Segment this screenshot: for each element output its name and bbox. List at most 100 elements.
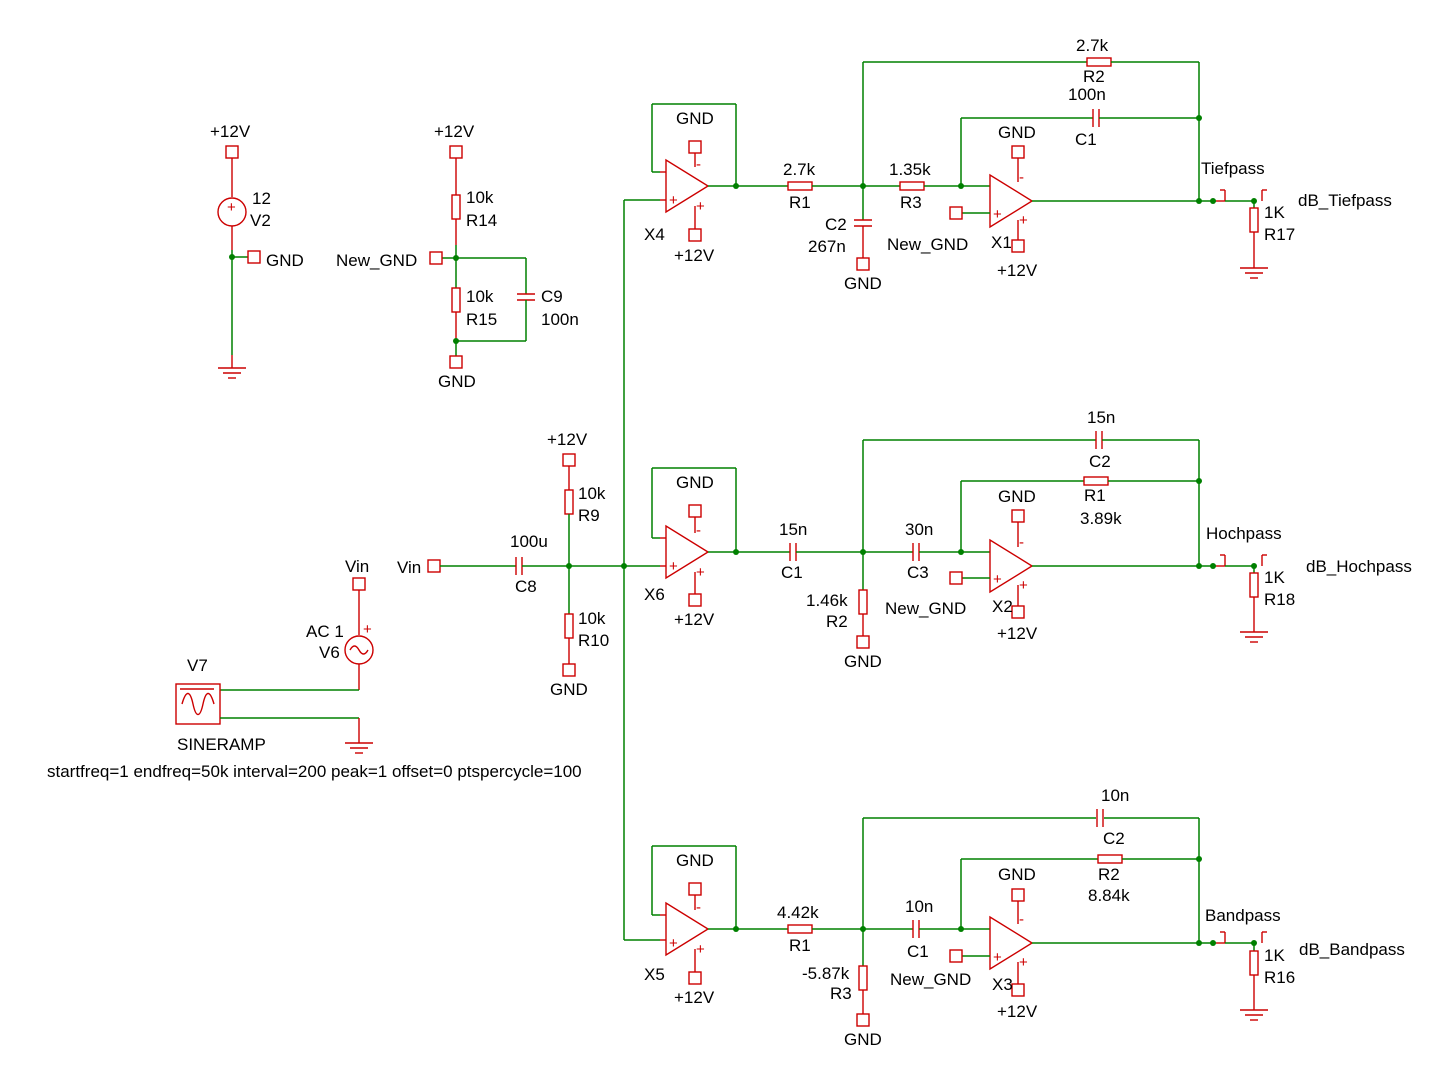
label: Hochpass xyxy=(1206,524,1282,543)
label: 10k xyxy=(578,609,606,628)
bandpass-stage: - + + xyxy=(736,817,1268,1027)
buffer-x4: - + + xyxy=(651,103,739,242)
label: +12V xyxy=(210,122,251,141)
label: GND xyxy=(438,372,476,391)
label: C1 xyxy=(781,563,803,582)
label: 1K xyxy=(1264,568,1285,587)
label: GND xyxy=(844,652,882,671)
label: 10n xyxy=(1101,786,1129,805)
label: SINERAMP xyxy=(177,735,266,754)
label: startfreq=1 endfreq=50k interval=200 pea… xyxy=(47,762,582,781)
label: 12 xyxy=(252,189,271,208)
svg-text:+: + xyxy=(1019,577,1028,594)
label: GND xyxy=(676,473,714,492)
svg-text:+: + xyxy=(669,192,678,209)
label: 15n xyxy=(779,520,807,539)
bandpass-c2 xyxy=(1096,809,1104,827)
label: R3 xyxy=(900,193,922,212)
label: R3 xyxy=(830,984,852,1003)
label: GND xyxy=(844,1030,882,1049)
label: New_GND xyxy=(887,235,968,254)
svg-text:+: + xyxy=(696,564,705,581)
label: Tiefpass xyxy=(1201,159,1265,178)
label: C1 xyxy=(907,942,929,961)
label: 2.7k xyxy=(783,160,816,179)
svg-text:-: - xyxy=(1019,911,1024,928)
v2-supply: + xyxy=(217,145,261,379)
label: R10 xyxy=(578,631,609,650)
hochpass-stage: - + + xyxy=(736,431,1268,649)
input-bus xyxy=(623,199,660,941)
label: 30n xyxy=(905,520,933,539)
svg-text:+: + xyxy=(1019,954,1028,971)
input-coupling xyxy=(427,453,627,677)
label: 2.7k xyxy=(1076,36,1109,55)
label: R1 xyxy=(1084,486,1106,505)
label: Bandpass xyxy=(1205,906,1281,925)
svg-text:+: + xyxy=(227,199,236,216)
svg-text:+: + xyxy=(993,949,1002,966)
label: C9 xyxy=(541,287,563,306)
virtual-ground-divider xyxy=(429,145,535,369)
svg-text:+: + xyxy=(696,941,705,958)
label: R16 xyxy=(1264,968,1295,987)
svg-text:-: - xyxy=(696,156,701,173)
label: 1K xyxy=(1264,946,1285,965)
buffer-x5: - + + xyxy=(651,845,739,985)
label: C2 xyxy=(825,215,847,234)
label: 8.84k xyxy=(1088,886,1130,905)
label: 4.42k xyxy=(777,903,819,922)
signal-sources: + xyxy=(175,577,374,754)
svg-text:+: + xyxy=(669,935,678,952)
label: GND xyxy=(676,109,714,128)
tiefpass-stage: - + + xyxy=(736,57,1268,279)
label: R2 xyxy=(826,612,848,631)
label: V7 xyxy=(187,656,208,675)
label: +12V xyxy=(674,988,715,1007)
buffer-x6: - + + xyxy=(651,467,739,607)
label: 1.35k xyxy=(889,160,931,179)
label: +12V xyxy=(674,610,715,629)
label: New_GND xyxy=(885,599,966,618)
label: X4 xyxy=(644,225,665,244)
label: R1 xyxy=(789,193,811,212)
label: X1 xyxy=(991,233,1012,252)
label: R9 xyxy=(578,506,600,525)
svg-text:+: + xyxy=(993,206,1002,223)
label: GND xyxy=(998,865,1036,884)
label: X2 xyxy=(992,597,1013,616)
label: +12V xyxy=(997,261,1038,280)
label: C2 xyxy=(1103,829,1125,848)
label: C8 xyxy=(515,577,537,596)
label: R18 xyxy=(1264,590,1295,609)
label: GND xyxy=(676,851,714,870)
label: R1 xyxy=(789,936,811,955)
label: 100n xyxy=(541,310,579,329)
label: 10k xyxy=(466,287,494,306)
label: GND xyxy=(998,123,1036,142)
label: dB_Tiefpass xyxy=(1298,191,1392,210)
label: X3 xyxy=(992,975,1013,994)
label: R17 xyxy=(1264,225,1295,244)
label: GND xyxy=(266,251,304,270)
label: New_GND xyxy=(336,251,417,270)
svg-text:-: - xyxy=(696,522,701,539)
label: +12V xyxy=(997,624,1038,643)
svg-text:-: - xyxy=(1019,534,1024,551)
svg-text:-: - xyxy=(1019,169,1024,186)
label: dB_Bandpass xyxy=(1299,940,1405,959)
label: 10n xyxy=(905,897,933,916)
label: -5.87k xyxy=(802,964,850,983)
label: 100n xyxy=(1068,85,1106,104)
label: 267n xyxy=(808,237,846,256)
label: C3 xyxy=(907,563,929,582)
label: Vin xyxy=(345,557,369,576)
label: GND xyxy=(998,487,1036,506)
label: R2 xyxy=(1098,865,1120,884)
label: GND xyxy=(550,680,588,699)
label: Vin xyxy=(397,558,421,577)
svg-text:+: + xyxy=(363,621,372,638)
label: +12V xyxy=(547,430,588,449)
svg-text:-: - xyxy=(696,899,701,916)
